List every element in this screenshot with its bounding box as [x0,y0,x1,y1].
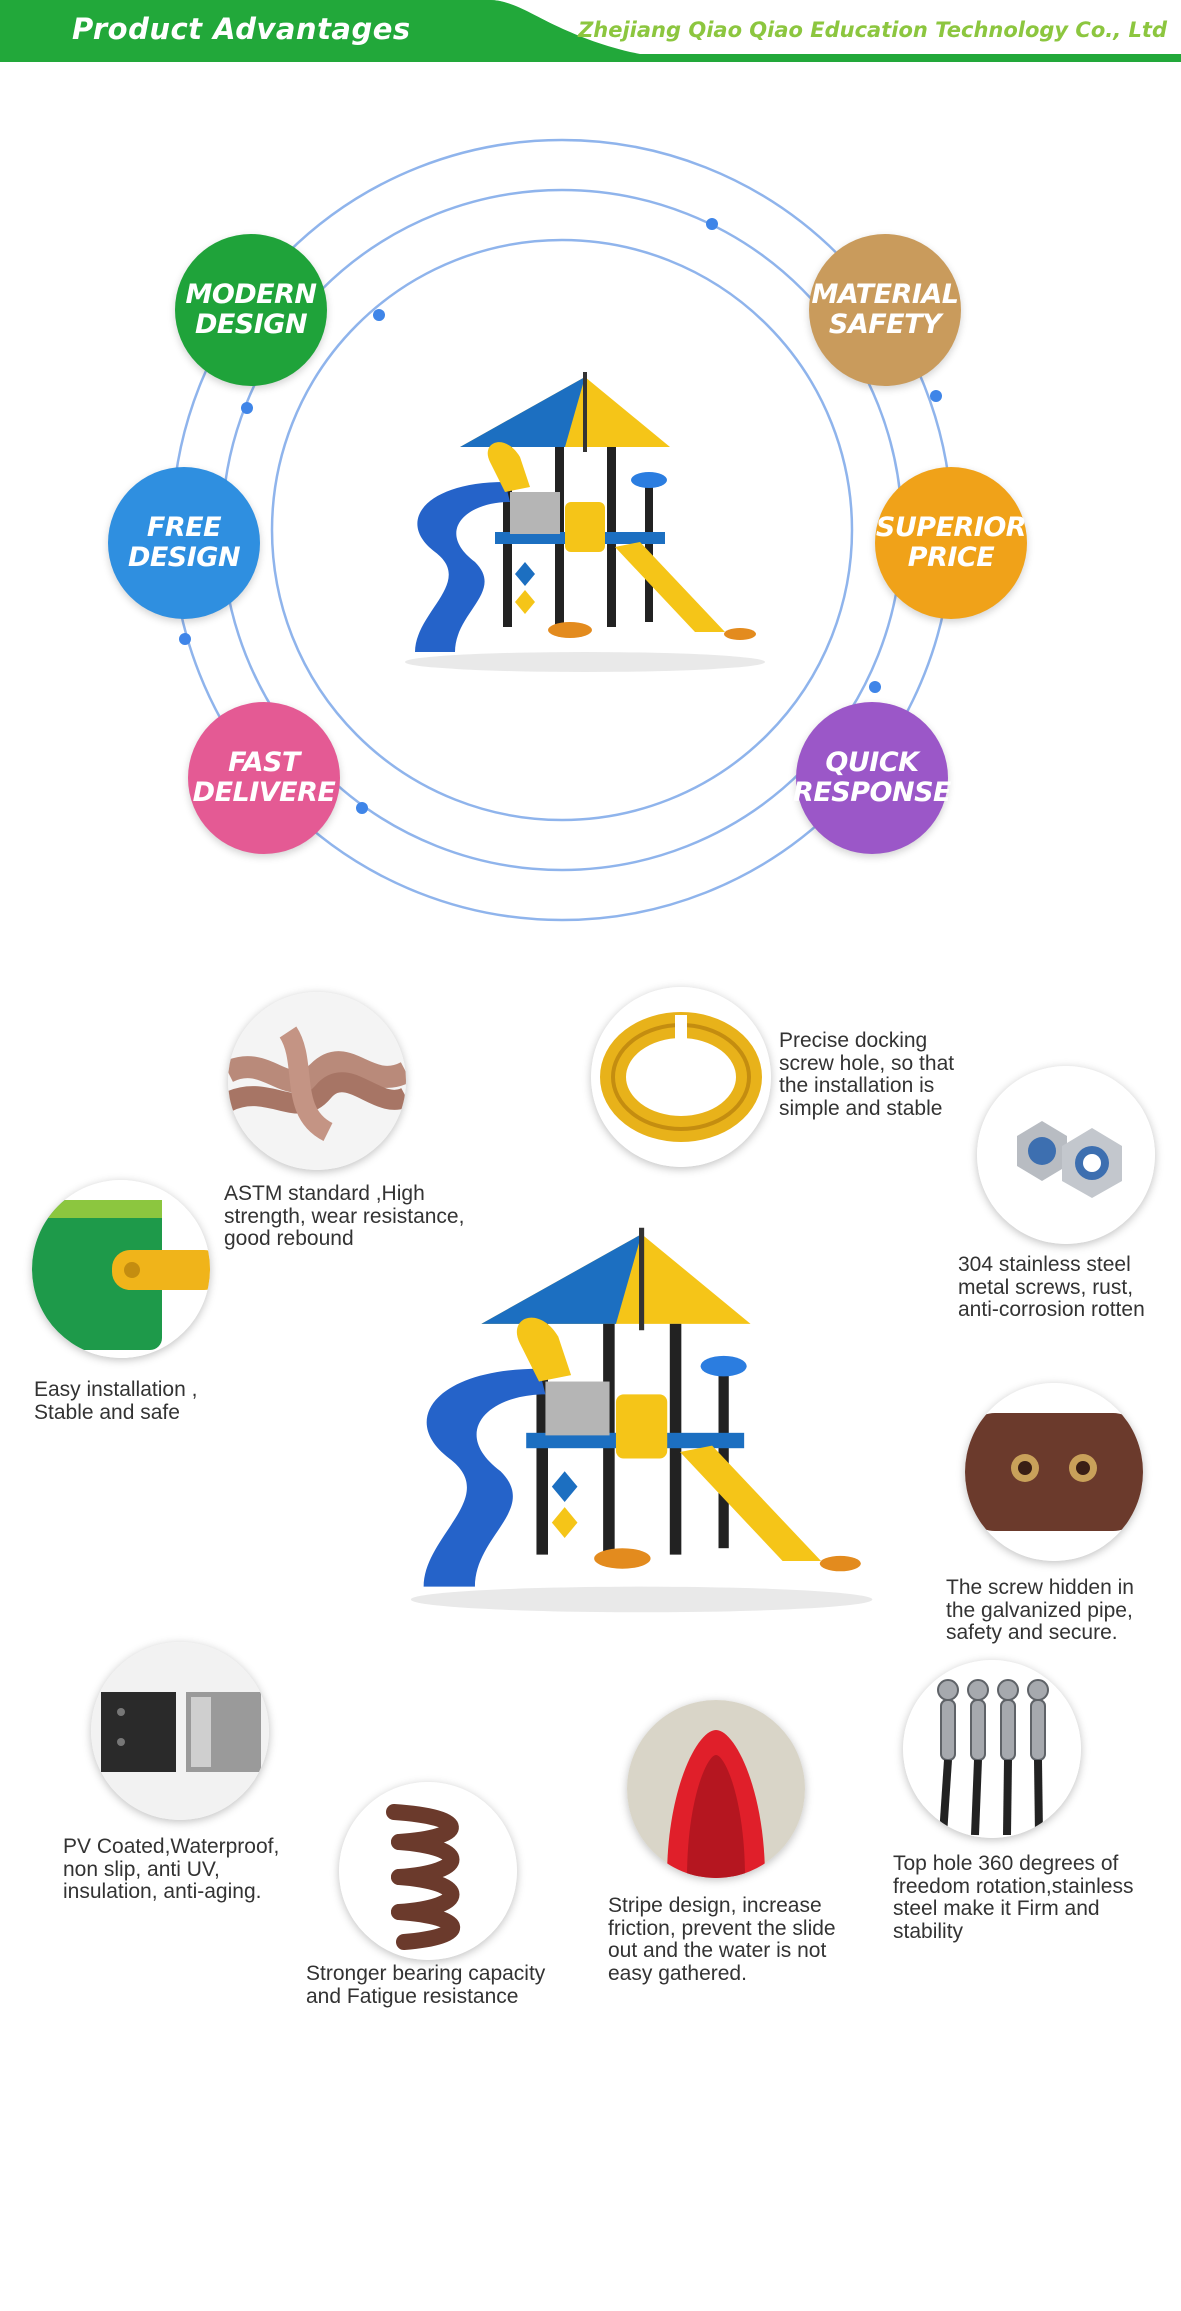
advantage-material-safety: MATERIAL SAFETY [809,234,961,386]
feature-caption: Stronger bearing capacity and Fatigue re… [306,1962,546,2008]
nut-icon [977,1066,1155,1244]
swivel-hook-icon [903,1660,1081,1838]
feature-clamp-thumbnail [591,987,771,1167]
advantage-label: QUICK RESPONSE [793,747,951,808]
feature-hidden-screw-thumbnail [965,1383,1143,1561]
feature-slide-thumbnail [627,1700,805,1878]
header-banner: Product Advantages Zhejiang Qiao Qiao Ed… [0,0,1181,62]
slide-stripe-icon [627,1700,805,1878]
header-background [0,0,1181,62]
advantage-superior-price: SUPERIOR PRICE [875,467,1027,619]
advantage-label: MODERN DESIGN [185,279,317,340]
feature-caption: 304 stainless steel metal screws, rust, … [958,1253,1145,1321]
spring-icon [339,1782,517,1960]
feature-caption: Top hole 360 degrees of freedom rotation… [893,1852,1134,1943]
advantage-modern-design: MODERN DESIGN [175,234,327,386]
feature-caption: Stripe design, increase friction, preven… [608,1894,836,1985]
playground-detail-image [410,1227,873,1613]
page-title: Product Advantages [72,12,411,46]
advantage-label: MATERIAL SAFETY [811,279,959,340]
clamp-ring-icon [591,987,771,1167]
advantage-quick-response: QUICK RESPONSE [793,702,951,854]
feature-caption: Precise docking screw hole, so that the … [779,1029,955,1120]
rope-knot-icon [228,992,406,1170]
feature-spring-thumbnail [339,1782,517,1960]
feature-caption: ASTM standard ,High strength, wear resis… [224,1182,465,1250]
feature-caption: PV Coated,Waterproof, non slip, anti UV,… [63,1835,280,1903]
feature-rope-thumbnail [228,992,406,1170]
coated-platform-icon [91,1642,269,1820]
feature-caption: Easy installation , Stable and safe [34,1378,198,1424]
feature-panel-thumbnail [32,1180,210,1358]
advantage-label: SUPERIOR PRICE [875,512,1027,573]
advantage-label: FREE DESIGN [127,512,241,573]
company-name: Zhejiang Qiao Qiao Education Technology … [578,18,1167,42]
feature-swivel-thumbnail [903,1660,1081,1838]
advantage-label: FAST DELIVERE [192,747,336,808]
panel-joint-icon [32,1180,210,1358]
feature-coated-thumbnail [91,1642,269,1820]
playground-main-image [405,372,765,672]
advantage-free-design: FREE DESIGN [108,467,260,619]
feature-nut-thumbnail [977,1066,1155,1244]
orbit-ring-inner [270,238,854,822]
hidden-screw-icon [965,1383,1143,1561]
feature-caption: The screw hidden in the galvanized pipe,… [946,1576,1134,1644]
advantage-fast-delivere: FAST DELIVERE [188,702,340,854]
